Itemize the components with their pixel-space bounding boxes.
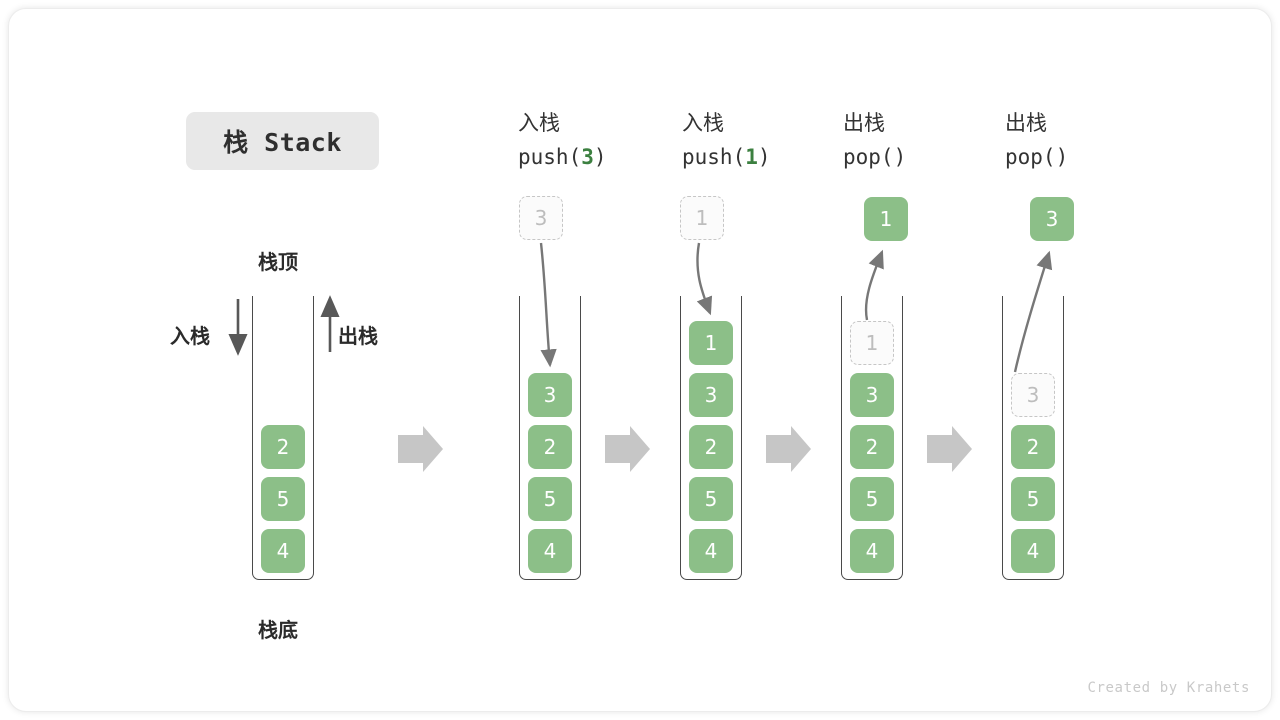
pop-direction-label: 出栈 <box>338 324 378 348</box>
stack-cell: 4 <box>261 529 305 573</box>
stack-cell: 3 <box>689 373 733 417</box>
stack-cell: 4 <box>1011 529 1055 573</box>
column-header-code: pop() <box>1005 145 1069 169</box>
stack-cell: 5 <box>528 477 572 521</box>
floating-cell-pop-1: 1 <box>864 197 908 241</box>
stack-cell: 5 <box>689 477 733 521</box>
stack-cell: 1 <box>850 321 894 365</box>
stack-cell: 4 <box>850 529 894 573</box>
column-header-push-1: 入栈 push(1) <box>682 106 771 174</box>
stack-cell: 2 <box>528 425 572 469</box>
stack-top-label: 栈顶 <box>258 250 298 274</box>
stack-cell: 2 <box>261 425 305 469</box>
stack-container-push-1 <box>680 296 742 580</box>
column-header-cn: 入栈 <box>518 111 560 135</box>
stack-container-push-3 <box>519 296 581 580</box>
column-header-code: pop() <box>843 145 907 169</box>
stack-cell: 4 <box>689 529 733 573</box>
stack-cell: 2 <box>850 425 894 469</box>
stack-container-initial <box>252 296 314 580</box>
floating-cell-push-3: 3 <box>519 196 563 240</box>
column-header-push-3: 入栈 push(3) <box>518 106 607 174</box>
push-direction-label: 入栈 <box>170 324 210 348</box>
column-header-cn: 出栈 <box>843 111 885 135</box>
column-header-code: push(1) <box>682 145 771 169</box>
column-header-code: push(3) <box>518 145 607 169</box>
stack-container-pop-3 <box>1002 296 1064 580</box>
column-header-cn: 出栈 <box>1005 111 1047 135</box>
column-header-pop-3: 出栈 pop() <box>1005 106 1068 174</box>
stack-bottom-label: 栈底 <box>258 618 298 642</box>
column-header-cn: 入栈 <box>682 111 724 135</box>
column-header-pop-1: 出栈 pop() <box>843 106 906 174</box>
stack-title-badge: 栈 Stack <box>186 112 379 170</box>
stack-cell: 4 <box>528 529 572 573</box>
credit-text: Created by Krahets <box>1087 680 1250 696</box>
stack-cell: 2 <box>689 425 733 469</box>
stack-cell: 5 <box>1011 477 1055 521</box>
stack-cell: 2 <box>1011 425 1055 469</box>
stack-cell: 1 <box>689 321 733 365</box>
stack-container-pop-1 <box>841 296 903 580</box>
stack-cell: 3 <box>850 373 894 417</box>
stack-cell: 5 <box>261 477 305 521</box>
floating-cell-pop-3: 3 <box>1030 197 1074 241</box>
floating-cell-push-1: 1 <box>680 196 724 240</box>
stack-cell: 3 <box>1011 373 1055 417</box>
stack-cell: 3 <box>528 373 572 417</box>
stack-cell: 5 <box>850 477 894 521</box>
